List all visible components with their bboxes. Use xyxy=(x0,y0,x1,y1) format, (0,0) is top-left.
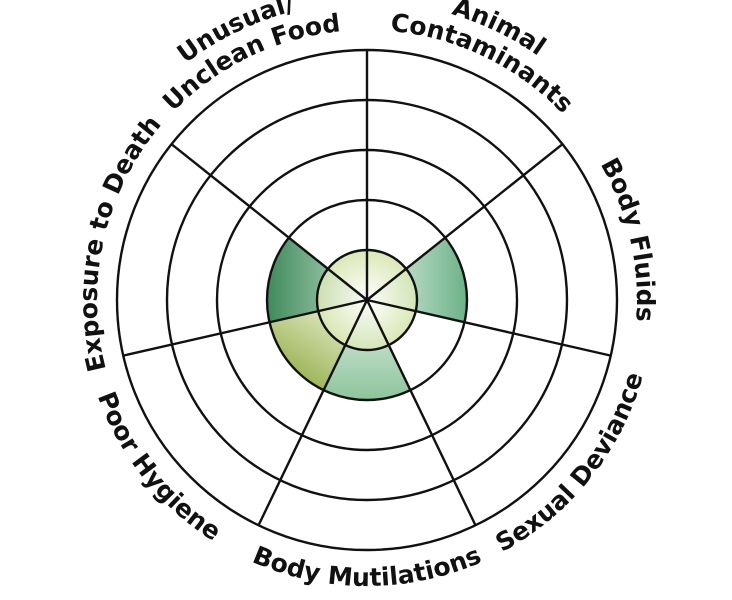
category-label: Poor Hygiene xyxy=(92,388,226,547)
category-label: Sexual Deviance xyxy=(491,369,649,558)
category-label-text: Body Mutilations xyxy=(249,540,485,592)
spoke-line xyxy=(123,298,368,357)
category-label: Body Mutilations xyxy=(249,540,485,592)
grid xyxy=(115,48,619,552)
category-label-text: Poor Hygiene xyxy=(92,388,226,547)
category-label-group: Poor Hygiene xyxy=(92,388,226,547)
spoke-line xyxy=(257,299,369,526)
category-label-text: Body Fluids xyxy=(595,153,660,323)
spoke-line xyxy=(365,299,477,526)
category-label-group: Body Fluids xyxy=(595,153,660,323)
category-label-group: Body Mutilations xyxy=(249,540,485,592)
category-label: Body Fluids xyxy=(595,153,660,323)
spoke-line xyxy=(366,143,564,301)
spoke-line xyxy=(366,298,611,357)
spoke-line xyxy=(170,143,368,301)
category-label-group: Unusual/Unclean Food xyxy=(157,0,342,116)
category-label-text: Sexual Deviance xyxy=(491,369,649,558)
category-label-group: Sexual Deviance xyxy=(491,369,649,558)
